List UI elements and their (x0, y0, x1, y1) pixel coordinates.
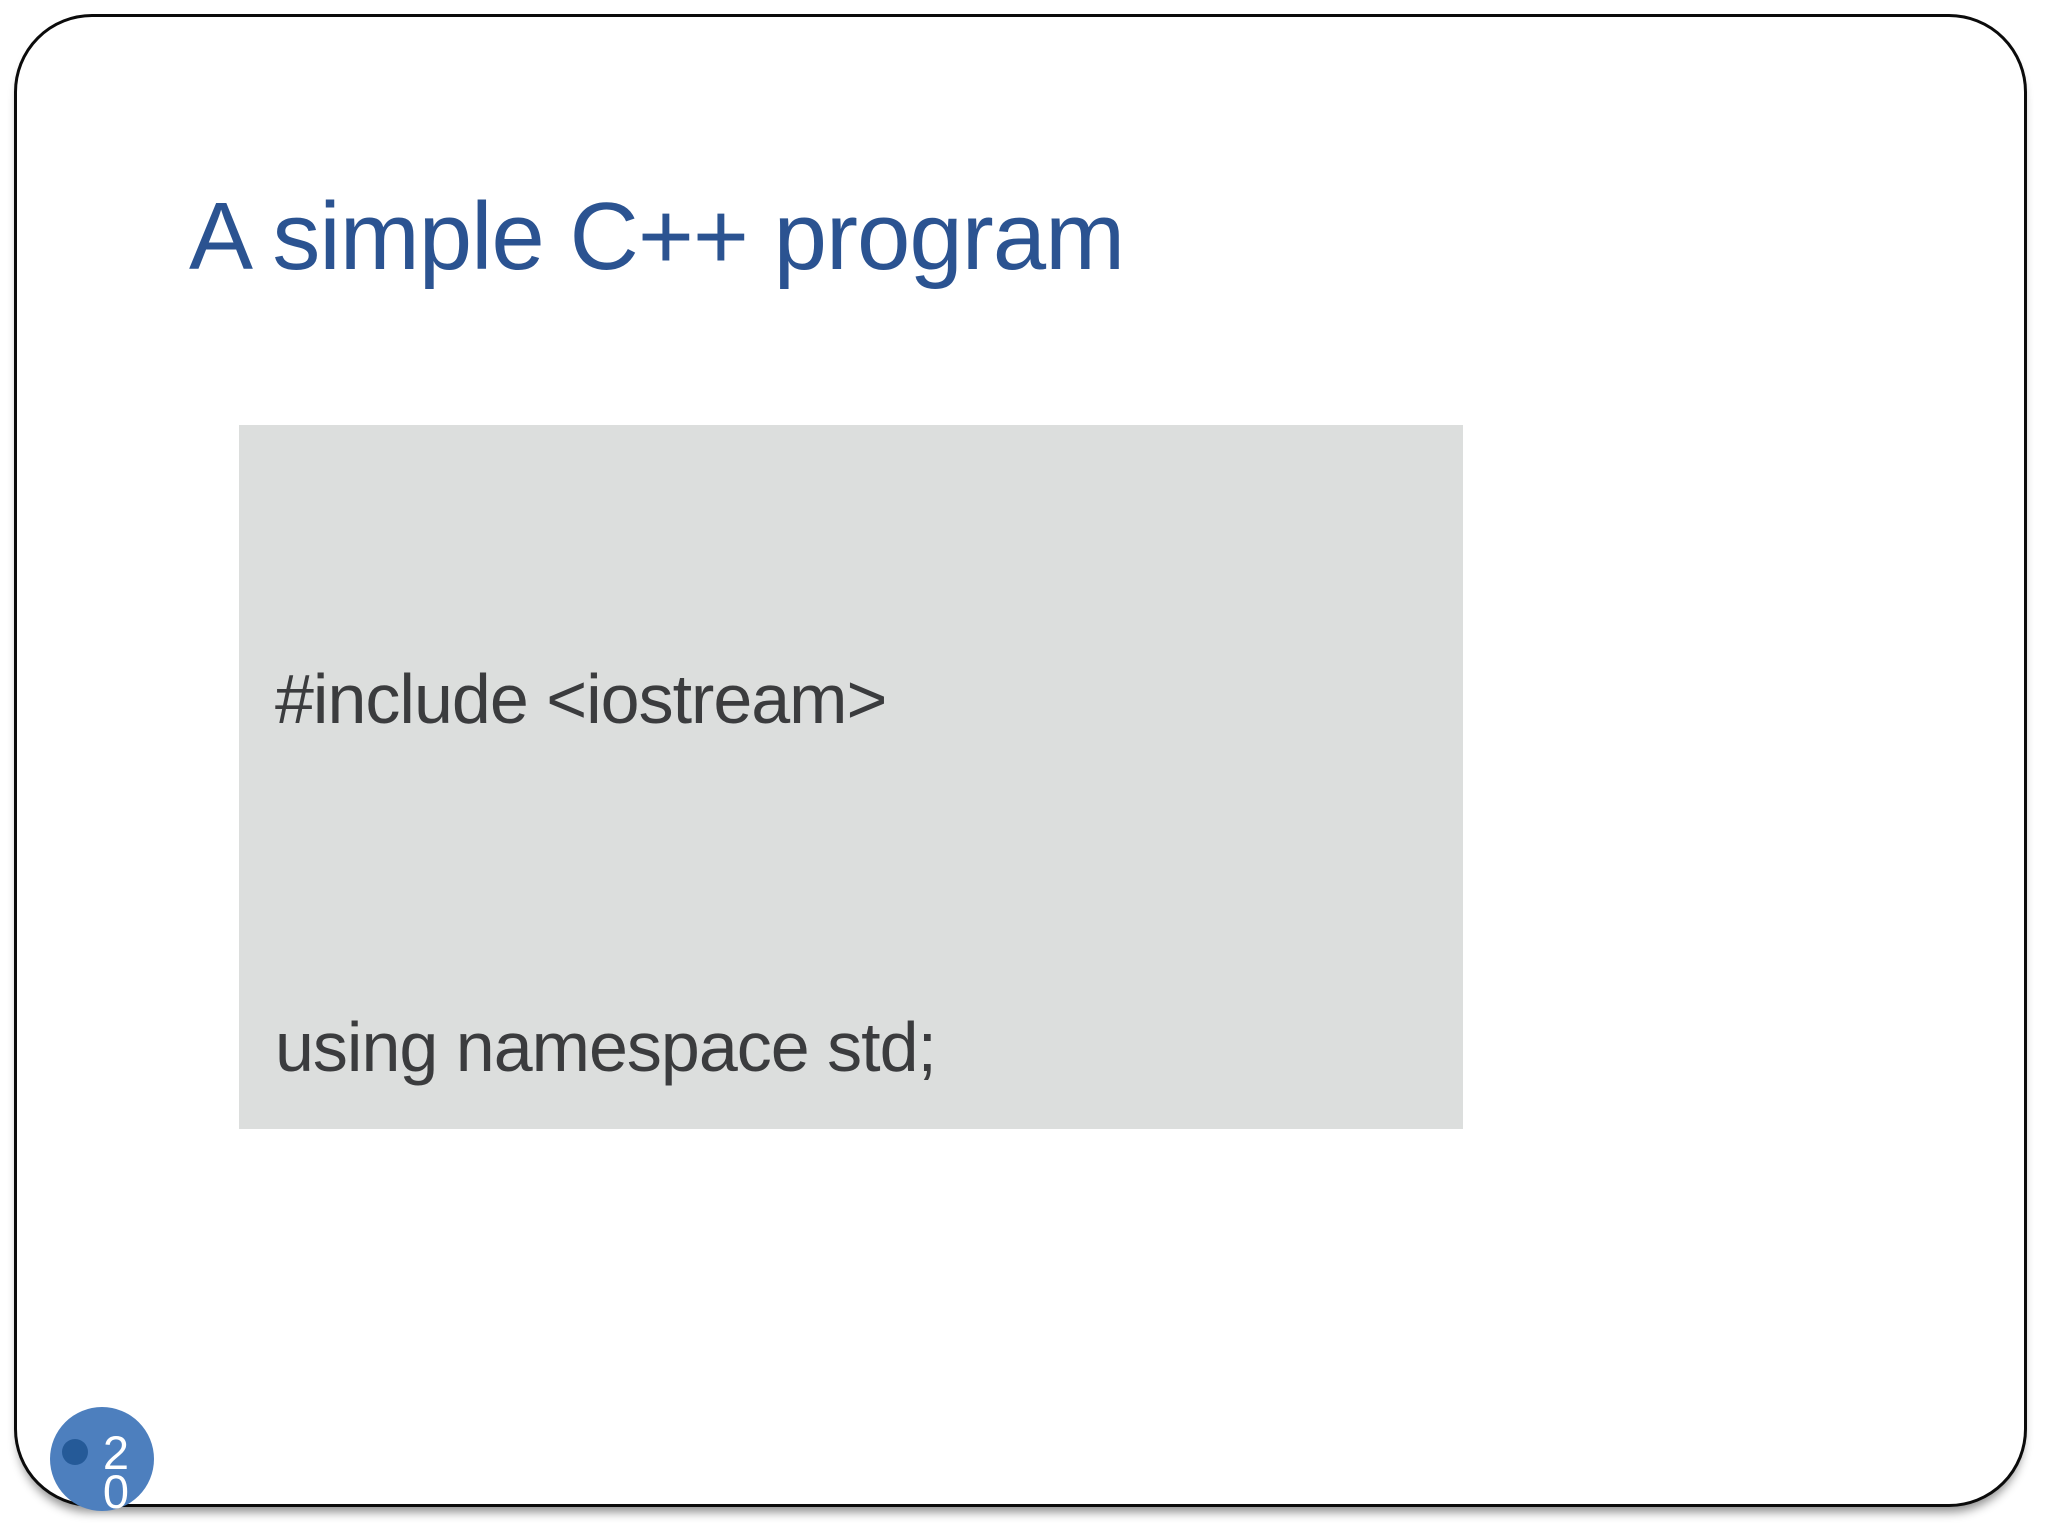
page-number: 20 (102, 1426, 130, 1518)
slide-title: A simple C++ program (189, 183, 1125, 290)
code-line-using-namespace: using namespace std; (275, 1008, 937, 1086)
slide-canvas: A simple C++ program #include <iostream>… (14, 14, 2027, 1515)
code-block: #include <iostream> using namespace std;… (239, 425, 1463, 1129)
code-lines: #include <iostream> using namespace std;… (275, 425, 1463, 1129)
page-number-badge: 20 (50, 1407, 154, 1518)
code-line-include: #include <iostream> (275, 660, 887, 738)
bullet-dot-icon (62, 1439, 88, 1465)
